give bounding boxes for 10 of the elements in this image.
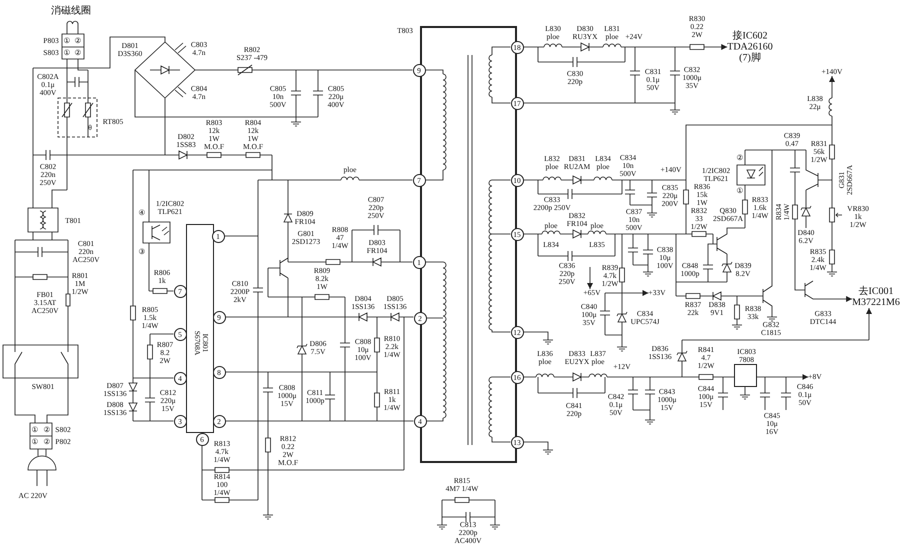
arrow bbox=[866, 308, 872, 340]
component-label: 消磁线圈 bbox=[51, 6, 91, 16]
arrow bbox=[628, 290, 649, 296]
signal-label: 接IC602 TDA26160 (7)脚 bbox=[727, 30, 773, 64]
signal-label: 去IC001 M37221M6 bbox=[852, 286, 900, 308]
arrow bbox=[829, 76, 835, 96]
arrow bbox=[706, 44, 728, 50]
arrow bbox=[587, 266, 593, 290]
arrow bbox=[792, 374, 809, 380]
arrow bbox=[816, 296, 852, 302]
